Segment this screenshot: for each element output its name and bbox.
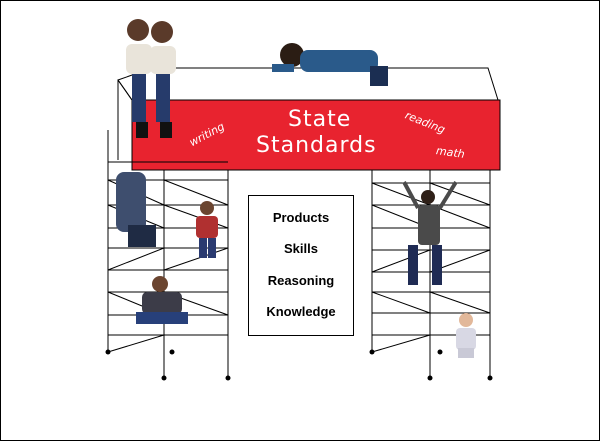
sign-title-line1: State <box>288 107 352 132</box>
child-figure-top-center <box>272 43 388 86</box>
foundation-item-reasoning: Reasoning <box>267 272 335 288</box>
foundation-item-products: Products <box>272 210 330 226</box>
foundation-box: Products Skills Reasoning Knowledge <box>248 195 354 336</box>
child-figure-left-bottom <box>136 276 188 324</box>
right-scaffold-feet <box>369 349 493 381</box>
foundation-item-skills: Skills <box>284 241 318 257</box>
right-scaffold <box>371 170 491 378</box>
sign-title-line2: Standards <box>256 133 377 158</box>
foundation-item-knowledge: Knowledge <box>266 303 336 319</box>
child-figure-right-bottom <box>456 313 476 358</box>
child-figure-top-left <box>126 19 176 138</box>
state-standards-sign <box>131 99 501 171</box>
child-figure-left-middle <box>196 201 218 258</box>
child-figure-left-climbing <box>116 172 156 247</box>
left-scaffold-feet <box>105 349 231 381</box>
child-figure-right-cheering <box>402 180 458 285</box>
